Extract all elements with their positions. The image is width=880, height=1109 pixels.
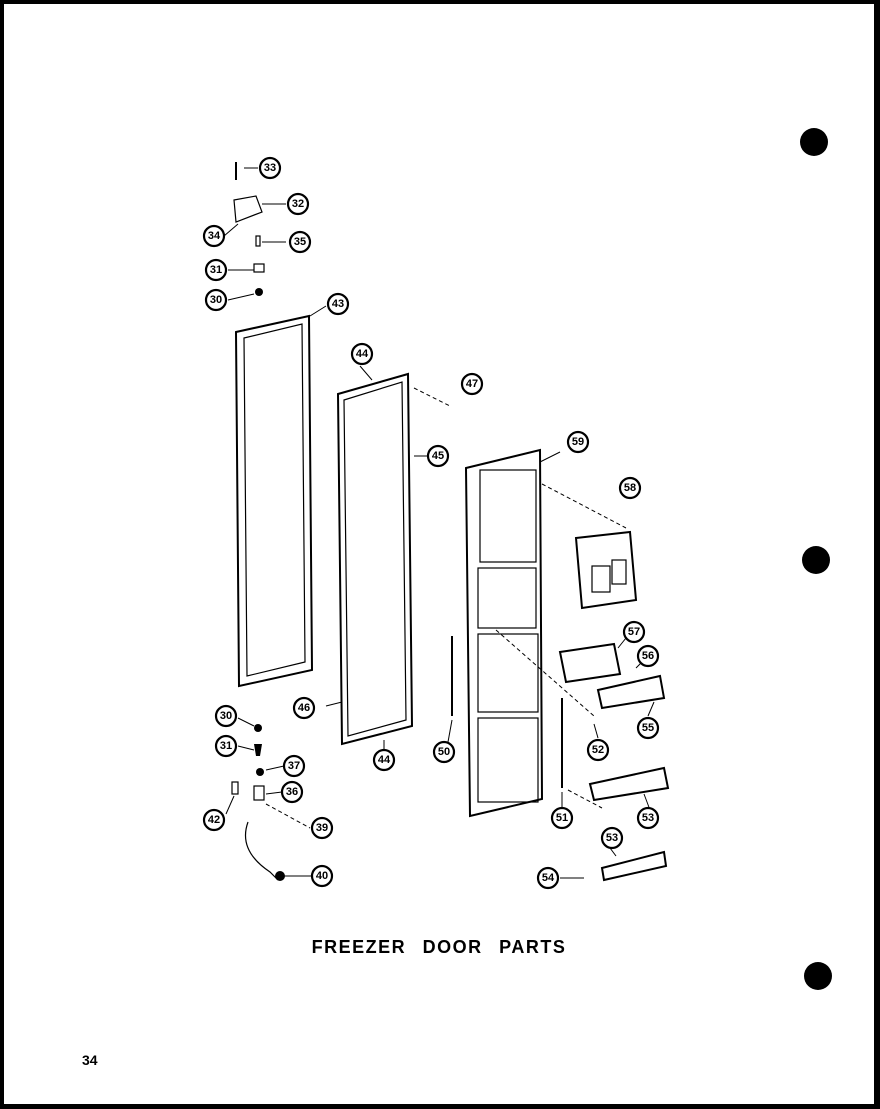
callout-56: 56	[636, 644, 660, 668]
callout-36: 36	[280, 780, 304, 804]
svg-text:36: 36	[286, 786, 298, 798]
callout-43: 43	[326, 292, 350, 316]
hinge-hardware-bottom	[231, 724, 285, 881]
callout-54: 54	[536, 866, 560, 890]
callout-30: 30	[204, 288, 228, 312]
callout-42: 42	[202, 808, 226, 832]
diagram-title: FREEZER DOOR PARTS	[311, 937, 567, 957]
door-liner-frame	[336, 372, 414, 746]
svg-text:31: 31	[210, 264, 222, 276]
svg-text:56: 56	[642, 650, 654, 662]
svg-text:39: 39	[316, 822, 328, 834]
svg-text:32: 32	[292, 198, 304, 210]
callout-53-bin: 53	[636, 806, 660, 830]
callout-44-bottom: 44	[372, 748, 396, 772]
callout-39: 39	[310, 816, 334, 840]
svg-text:57: 57	[628, 626, 640, 638]
callout-33: 33	[258, 156, 282, 180]
callout-59: 59	[566, 430, 590, 454]
trim-strips	[451, 636, 563, 788]
callout-35: 35	[288, 230, 312, 254]
svg-text:53: 53	[606, 832, 618, 844]
binder-hole-middle	[802, 546, 830, 574]
leader-lines	[223, 167, 655, 879]
svg-text:30: 30	[220, 710, 232, 722]
hinge-hardware-top	[233, 162, 265, 296]
svg-text:34: 34	[208, 230, 221, 242]
callout-40: 40	[310, 864, 334, 888]
callout-53-strip: 53	[600, 826, 624, 850]
svg-text:42: 42	[208, 814, 220, 826]
callout-51: 51	[550, 806, 574, 830]
svg-text:59: 59	[572, 436, 584, 448]
callout-55: 55	[636, 716, 660, 740]
svg-text:44: 44	[378, 754, 391, 766]
dispenser-housing	[574, 530, 638, 610]
callout-37: 37	[282, 754, 306, 778]
svg-text:33: 33	[264, 162, 276, 174]
svg-text:50: 50	[438, 746, 450, 758]
callout-31-bottom: 31	[214, 734, 238, 758]
callout-44: 44	[350, 342, 374, 366]
svg-text:54: 54	[542, 872, 555, 884]
svg-text:45: 45	[432, 450, 444, 462]
svg-text:52: 52	[592, 744, 604, 756]
svg-text:30: 30	[210, 294, 222, 306]
svg-text:51: 51	[556, 812, 568, 824]
callout-50: 50	[432, 740, 456, 764]
svg-text:31: 31	[220, 740, 232, 752]
binder-hole-top	[800, 128, 828, 156]
svg-text:53: 53	[642, 812, 654, 824]
callout-47: 47	[460, 372, 484, 396]
inner-liner	[464, 448, 544, 818]
svg-text:43: 43	[332, 298, 344, 310]
svg-text:35: 35	[294, 236, 306, 248]
door-bins	[558, 642, 670, 882]
callout-31: 31	[204, 258, 228, 282]
callout-52: 52	[586, 738, 610, 762]
callout-32: 32	[286, 192, 310, 216]
page-number: 34	[82, 1052, 98, 1068]
svg-text:37: 37	[288, 760, 300, 772]
callout-46: 46	[292, 696, 316, 720]
door-outer-panel	[234, 314, 314, 688]
svg-text:40: 40	[316, 870, 328, 882]
callout-34: 34	[202, 224, 226, 248]
svg-text:58: 58	[624, 482, 636, 494]
binder-hole-bottom	[804, 962, 832, 990]
callout-30-bottom: 30	[214, 704, 238, 728]
callout-57: 57	[622, 620, 646, 644]
svg-text:46: 46	[298, 702, 310, 714]
svg-text:44: 44	[356, 348, 369, 360]
callout-45: 45	[426, 444, 450, 468]
parts-sheet: 33 32 34 35 31 30 43 44 47 45 59 58 57 5…	[4, 4, 874, 1104]
svg-text:55: 55	[642, 722, 654, 734]
callout-58: 58	[618, 476, 642, 500]
svg-text:47: 47	[466, 378, 478, 390]
exploded-parts-diagram: 33 32 34 35 31 30 43 44 47 45 59 58 57 5…	[202, 156, 670, 890]
